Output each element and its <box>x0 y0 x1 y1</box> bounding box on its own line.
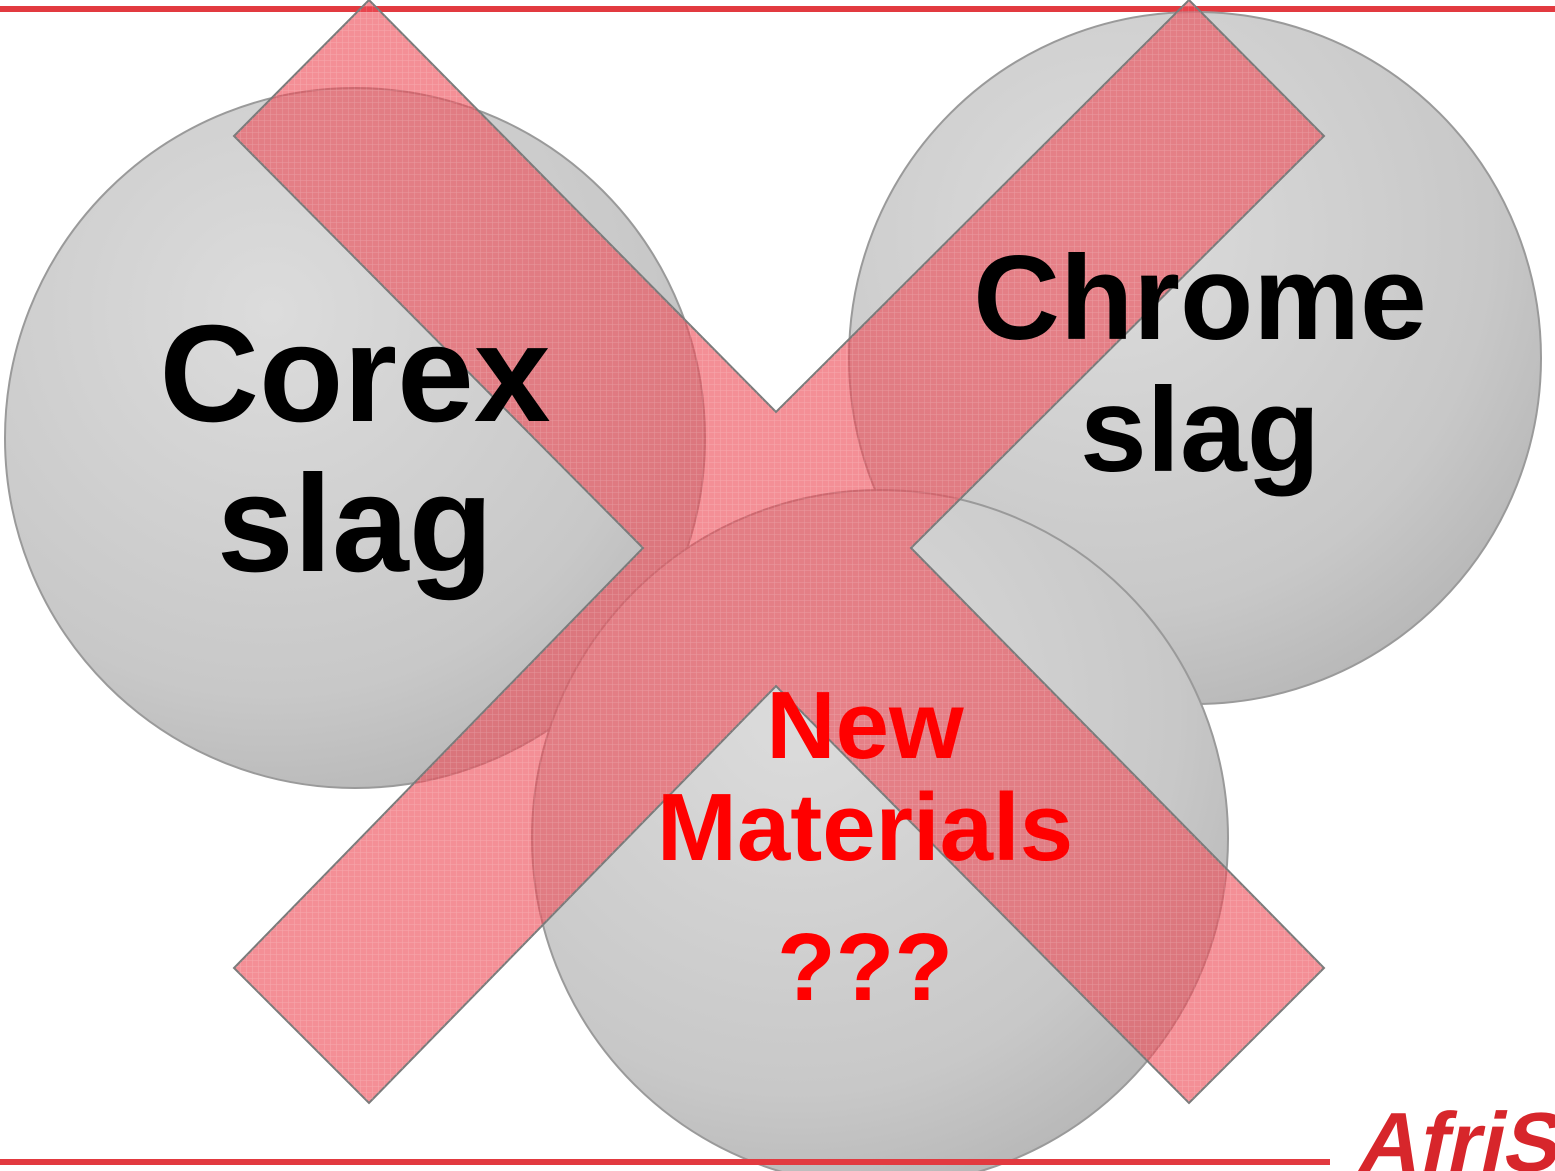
company-logo: AfriS <box>1352 1095 1555 1171</box>
chrome-label-line1: Chrome <box>973 231 1427 365</box>
corex-label-line2: slag <box>216 447 494 601</box>
cross-out-icon <box>232 0 1326 1105</box>
bottom-rule <box>0 1159 1330 1165</box>
cross-out-texture <box>234 0 1324 1103</box>
top-rule <box>0 6 1555 12</box>
corex-slag-label: Corex slag <box>85 305 625 593</box>
logo-text: AfriS <box>1352 1095 1555 1171</box>
new-materials-line3: ??? <box>777 914 953 1021</box>
chrome-slag-label: Chrome slag <box>900 238 1500 490</box>
chrome-label-line2: slag <box>1079 363 1321 497</box>
new-materials-line1: New <box>766 672 964 779</box>
corex-label-line1: Corex <box>159 297 551 451</box>
new-materials-label: New Materials ??? <box>580 678 1150 1016</box>
new-materials-line2: Materials <box>656 774 1074 881</box>
